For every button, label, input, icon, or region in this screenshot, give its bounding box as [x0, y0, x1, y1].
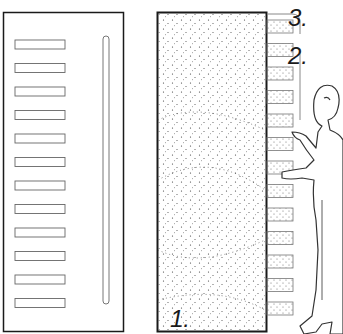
slot: [15, 299, 65, 308]
side-block: [267, 232, 293, 245]
slot: [15, 158, 65, 167]
slot: [15, 181, 65, 190]
stipple-waves: [158, 112, 265, 310]
slot: [15, 228, 65, 237]
callout-number: 3.: [288, 6, 308, 30]
slot: [15, 205, 65, 214]
side-block: [267, 185, 293, 198]
stippled-panel: [158, 13, 267, 332]
side-block: [267, 208, 293, 221]
side-block: [267, 279, 293, 292]
slot: [15, 134, 65, 143]
side-block: [267, 114, 293, 127]
side-block: [267, 302, 293, 315]
slot: [15, 275, 65, 284]
slot-rows: [15, 40, 65, 308]
side-block: [267, 91, 293, 104]
side-block: [267, 255, 293, 268]
slot: [15, 252, 65, 261]
slot: [15, 87, 65, 96]
callout-number: 1.: [170, 307, 190, 331]
slot: [15, 64, 65, 73]
slot: [15, 40, 65, 49]
side-block: [267, 67, 293, 80]
left-panel: [4, 13, 124, 332]
side-block: [267, 138, 293, 151]
callout-number: 2.: [288, 44, 308, 68]
slot: [15, 111, 65, 120]
person-figure: [282, 85, 343, 334]
stipple-texture: [159, 14, 266, 331]
vertical-bar: [103, 36, 109, 304]
